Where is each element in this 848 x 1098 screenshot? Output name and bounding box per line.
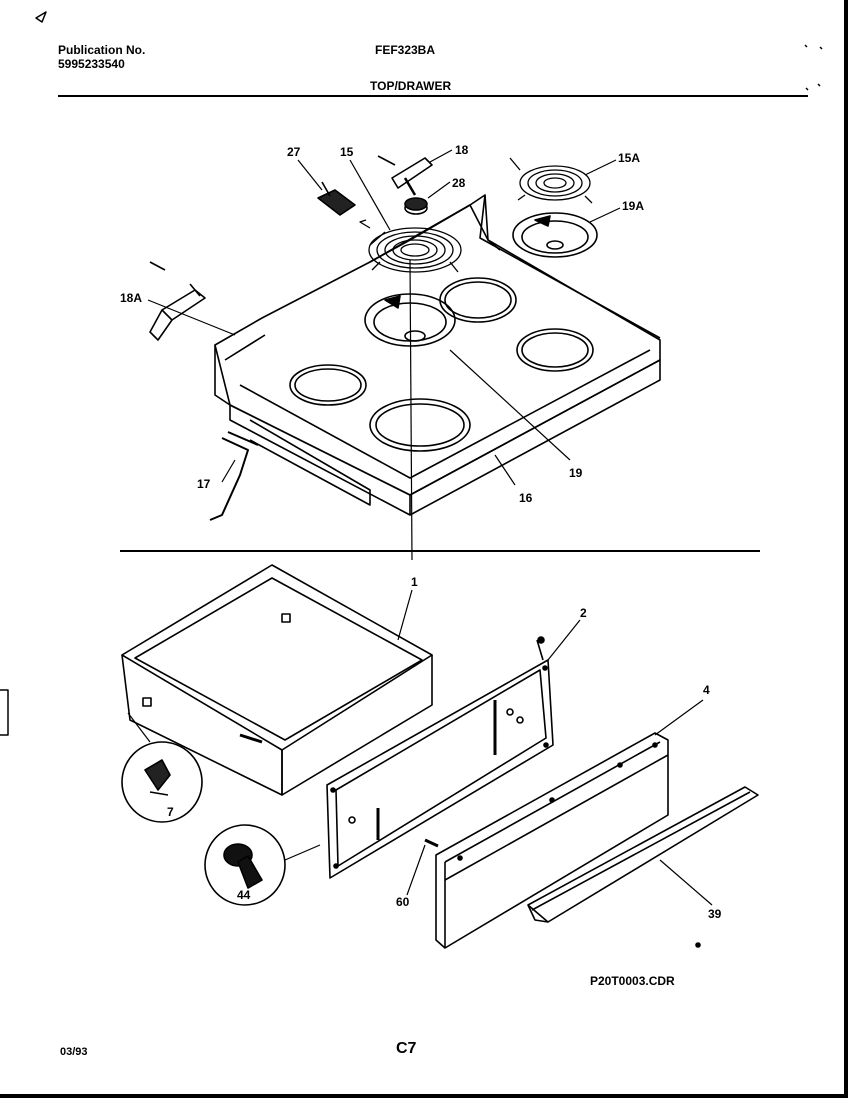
callout-19a: 19A [622, 199, 645, 213]
section-divider [120, 550, 760, 552]
header-rule [58, 95, 808, 97]
callout-44: 44 [237, 888, 251, 902]
callout-7: 7 [167, 805, 174, 819]
cooktop-assembly [214, 194, 661, 516]
callout-2: 2 [580, 606, 587, 620]
callout-18a: 18A [120, 291, 143, 305]
drip-bowl-small [512, 212, 598, 258]
section-title: TOP/DRAWER [370, 79, 452, 93]
callout-60: 60 [396, 895, 410, 909]
surface-element-small [509, 157, 593, 204]
publication-number: 5995233540 [58, 57, 125, 71]
detail-circle-44 [204, 824, 321, 906]
drawer-panel [326, 636, 554, 879]
drawer-handle [527, 786, 759, 948]
callout-19: 19 [569, 466, 583, 480]
leader-lines-top [147, 149, 621, 561]
callout-1: 1 [411, 575, 418, 589]
footer-date: 03/93 [60, 1046, 88, 1058]
callout-18: 18 [455, 143, 469, 157]
drawer-body [121, 564, 433, 796]
leader-lines-bottom [397, 589, 713, 906]
footer-page-number: C7 [396, 1040, 417, 1057]
callout-4: 4 [703, 683, 710, 697]
callout-17: 17 [197, 477, 211, 491]
drawing-filename: P20T0003.CDR [590, 974, 675, 988]
page-marks [0, 11, 823, 736]
surface-element-large [359, 219, 462, 273]
drawer-front [435, 732, 669, 949]
detail-circle-7 [121, 712, 203, 823]
callout-27: 27 [287, 145, 301, 159]
callout-15a: 15A [618, 151, 641, 165]
element-receptacle [317, 155, 433, 216]
mounting-bracket [149, 261, 206, 341]
model-number: FEF323BA [375, 43, 436, 57]
callout-39: 39 [708, 907, 722, 921]
top-hinge [209, 431, 259, 521]
callout-16: 16 [519, 491, 533, 505]
drawer-screw [424, 838, 439, 848]
callout-28: 28 [452, 176, 466, 190]
publication-label: Publication No. [58, 43, 146, 57]
callout-15: 15 [340, 145, 354, 159]
